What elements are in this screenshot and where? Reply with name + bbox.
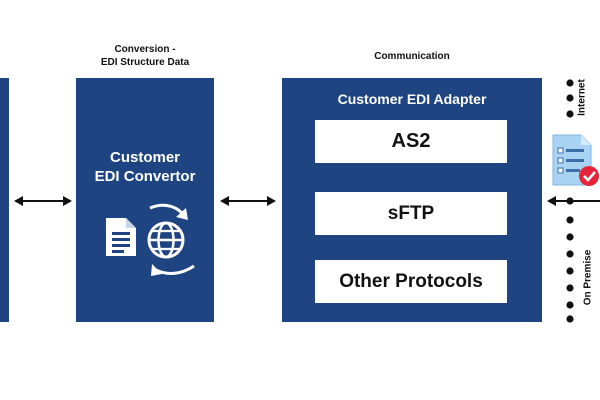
bidirectional-arrow-right	[547, 196, 600, 206]
verified-document-icon	[552, 134, 599, 186]
protocol-other: Other Protocols	[315, 260, 507, 303]
protocol-sftp: sFTP	[315, 192, 507, 235]
convertor-title: Customer EDI Convertor	[76, 148, 214, 186]
communication-caption: Communication	[374, 51, 450, 62]
bidirectional-arrow-middle	[220, 196, 276, 206]
bidirectional-arrow-left	[14, 196, 72, 206]
protocol-as2: AS2	[315, 120, 507, 163]
edi-convertor-box: Customer EDI Convertor	[76, 78, 214, 322]
conversion-caption-line1: Conversion -	[114, 44, 176, 55]
left-system-box	[0, 78, 9, 322]
internet-label: Internet	[576, 79, 588, 116]
network-boundary-line	[566, 79, 574, 323]
convertor-title-line1: Customer	[109, 149, 180, 166]
convertor-title-line2: EDI Convertor	[94, 168, 196, 185]
on-premise-label: On Premise	[582, 249, 594, 306]
conversion-caption-line2: EDI Structure Data	[100, 57, 190, 68]
cycle-arrows-icon	[149, 203, 195, 276]
conversion-caption: Conversion - EDI Structure Data	[76, 43, 214, 69]
adapter-title: Customer EDI Adapter	[337, 91, 487, 107]
globe-icon	[147, 221, 185, 259]
document-icon	[106, 218, 136, 256]
